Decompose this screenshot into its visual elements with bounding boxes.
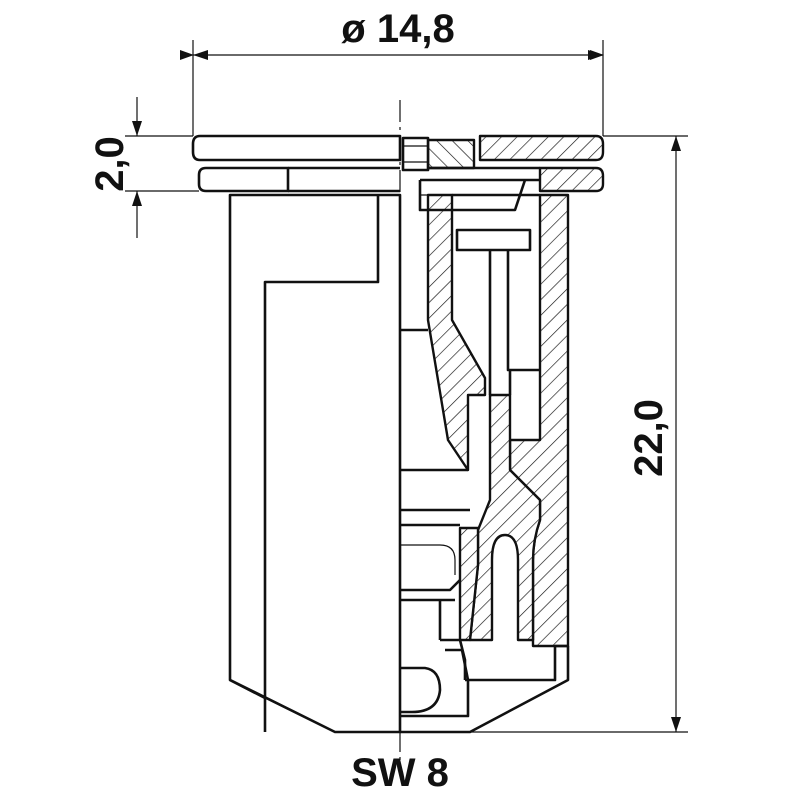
dimension-diameter: ø 14,8 (180, 7, 604, 136)
section-view (400, 134, 605, 734)
flange-ring-section (538, 166, 605, 193)
orifice-tip (400, 666, 442, 714)
dimension-flange: 2,0 (88, 97, 199, 238)
height-label: 22,0 (627, 399, 671, 477)
dimension-height: 22,0 (470, 135, 688, 733)
flange-thickness-label: 2,0 (88, 136, 132, 192)
wrench-size-label: SW 8 (351, 751, 449, 795)
inner-tube-section (458, 526, 480, 642)
central-web-section (468, 393, 542, 642)
diameter-label: ø 14,8 (341, 7, 454, 51)
inner-insert-section (426, 193, 487, 472)
nozzle-body (228, 193, 402, 734)
external-view (191, 134, 402, 734)
wrench-flat (263, 195, 380, 732)
tapered-tip (400, 646, 570, 734)
flange-lower (197, 166, 290, 193)
flange-section (478, 134, 605, 162)
flange-upper (191, 134, 402, 162)
seal-insert (426, 138, 476, 170)
